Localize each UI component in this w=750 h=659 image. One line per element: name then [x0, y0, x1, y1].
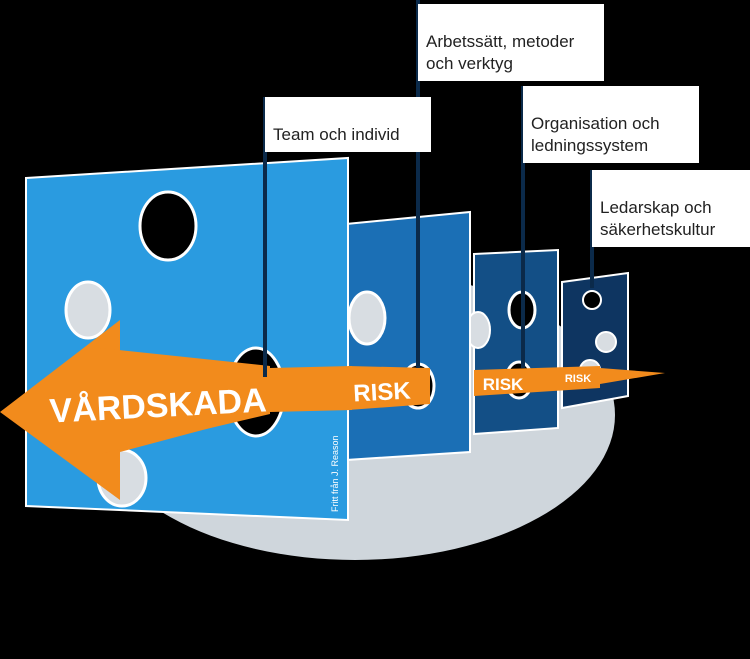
risk-arrow — [0, 320, 665, 500]
label-arbetssatt: Arbetssätt, metoder och verktyg — [418, 4, 604, 81]
label-organisation: Organisation och ledningssystem — [523, 86, 699, 163]
arrow-label-risk-2: RISK — [483, 375, 524, 394]
credit-text: Fritt från J. Reason — [330, 435, 340, 512]
label-text: Organisation och ledningssystem — [531, 114, 660, 155]
label-ledarskap: Ledarskap och säkerhetskultur — [592, 170, 750, 247]
hole — [582, 290, 602, 310]
label-text: Team och individ — [273, 125, 400, 144]
hole — [64, 280, 112, 340]
arrow-label-risk-1: RISK — [353, 377, 412, 407]
label-text: Arbetssätt, metoder och verktyg — [426, 32, 575, 73]
slice-organisation — [465, 248, 559, 436]
arrow-label-risk-3: RISK — [565, 373, 591, 385]
slice-methods — [345, 210, 471, 462]
leader-line-methods — [416, 0, 420, 368]
hole — [595, 331, 617, 353]
hole — [138, 190, 198, 262]
label-team-och-individ: Team och individ — [265, 97, 431, 152]
leader-line-organisation — [521, 86, 525, 368]
label-text: Ledarskap och säkerhetskultur — [600, 198, 716, 239]
hole — [347, 290, 387, 346]
leader-line-team — [263, 97, 267, 377]
